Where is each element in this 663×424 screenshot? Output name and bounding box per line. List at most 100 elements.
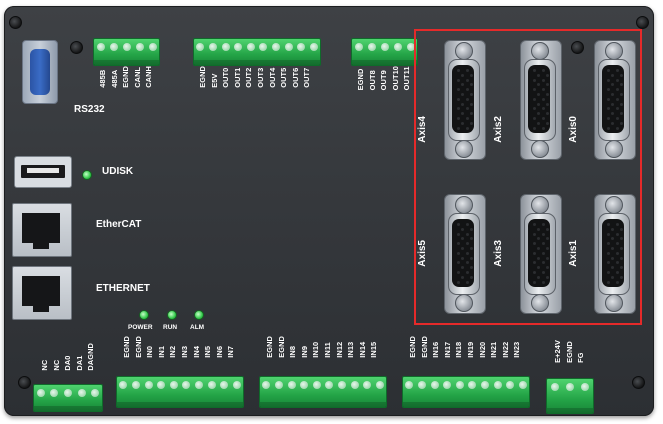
terminal-block-power[interactable] [546,378,594,414]
terminal-block-in-c[interactable] [402,376,530,408]
terminal-screw[interactable] [259,43,268,51]
pin-label: IN13 [346,341,356,358]
terminal-screw[interactable] [350,381,359,389]
axis0-connector[interactable] [594,40,636,160]
pin-label: DA0 [63,355,73,371]
ethercat-port[interactable] [12,203,72,257]
pin-label: EGND [121,66,131,88]
terminal-screw[interactable] [194,381,203,389]
terminal-screw[interactable] [262,381,271,389]
axis4-connector[interactable] [444,40,486,160]
terminal-screw[interactable] [493,381,502,389]
terminal-screw[interactable] [246,43,255,51]
axis2-connector[interactable] [520,40,562,160]
terminal-screw[interactable] [50,389,59,397]
terminal-block-dac[interactable] [33,384,103,412]
terminal-screw[interactable] [455,381,464,389]
terminal-screw[interactable] [232,381,241,389]
pin-label: IN8 [288,345,298,358]
terminal-screw[interactable] [148,43,157,51]
udisk-led [82,170,92,180]
pin-label: OUT4 [267,67,277,88]
usb-port[interactable] [14,156,72,188]
power-led-label: POWER [128,324,153,331]
terminal-screw[interactable] [221,43,230,51]
axis3-connector[interactable] [520,194,562,314]
pin-label: CANL [132,66,142,88]
terminal-screw[interactable] [119,381,128,389]
terminal-screw[interactable] [393,43,402,51]
terminal-screw[interactable] [157,381,166,389]
pin-label: IN0 [145,345,155,358]
terminal-screw[interactable] [480,381,489,389]
screw-top-left [9,16,22,29]
terminal-screw[interactable] [208,43,217,51]
terminal-screw[interactable] [417,381,426,389]
terminal-screw[interactable] [300,381,309,389]
terminal-screw[interactable] [135,43,144,51]
terminal-screw[interactable] [109,43,118,51]
pin-label: EGND [564,341,574,363]
terminal-screw[interactable] [354,43,363,51]
terminal-screw[interactable] [284,43,293,51]
terminal-screw[interactable] [91,389,100,397]
axis1-connector[interactable] [594,194,636,314]
terminal-screw[interactable] [297,43,306,51]
run-led-label: RUN [163,324,178,331]
pin-label: OUT0 [221,67,231,88]
terminal-screw[interactable] [274,381,283,389]
terminal-screw[interactable] [144,381,153,389]
terminal-screw[interactable] [406,43,415,51]
terminal-screw[interactable] [380,43,389,51]
terminal-screw[interactable] [234,43,243,51]
terminal-block-in-b[interactable] [259,376,387,408]
terminal-screw[interactable] [550,383,559,391]
terminal-screw[interactable] [325,381,334,389]
terminal-screw[interactable] [443,381,452,389]
terminal-screw[interactable] [430,381,439,389]
pin-label: EGND [198,66,207,88]
pin-label: IN20 [477,341,487,358]
terminal-block-in-a[interactable] [116,376,244,408]
rs232-connector[interactable] [22,40,58,104]
terminal-screw[interactable] [196,43,205,51]
terminal-screw[interactable] [337,381,346,389]
terminal-screw[interactable] [96,43,105,51]
pin-label: IN18 [454,341,464,358]
terminal-screw[interactable] [207,381,216,389]
terminal-screw[interactable] [566,383,574,391]
terminal-screw[interactable] [287,381,296,389]
terminal-screw[interactable] [468,381,477,389]
terminal-screw[interactable] [312,381,321,389]
terminal-screw[interactable] [77,389,86,397]
terminal-screw[interactable] [182,381,191,389]
terminal-block-out-a[interactable] [193,38,321,66]
terminal-screw[interactable] [169,381,178,389]
terminal-screw[interactable] [375,381,384,389]
terminal-screw[interactable] [506,381,515,389]
terminal-screw[interactable] [518,381,527,389]
axis5-connector[interactable] [444,194,486,314]
terminal-screw[interactable] [581,383,590,391]
pin-label: OUT5 [279,67,289,88]
pin-label: E+24V [553,340,562,363]
terminal-screw[interactable] [309,43,318,51]
pin-label: IN15 [369,341,379,358]
terminal-screw[interactable] [367,43,376,51]
terminal-screw[interactable] [405,381,414,389]
terminal-screw[interactable] [131,381,140,389]
pin-label: OUT9 [379,70,389,91]
ethernet-port[interactable] [12,266,72,320]
terminal-screw[interactable] [36,389,45,397]
ethercat-label: EtherCAT [96,219,142,230]
pin-label: IN4 [191,345,201,358]
terminal-screw[interactable] [363,381,372,389]
terminal-screw[interactable] [122,43,131,51]
terminal-screw[interactable] [220,381,229,389]
run-led [167,310,177,320]
terminal-block-out-b[interactable] [351,38,418,66]
terminal-screw[interactable] [64,389,72,397]
terminal-screw[interactable] [271,43,280,51]
terminal-block-comm[interactable] [93,38,160,66]
